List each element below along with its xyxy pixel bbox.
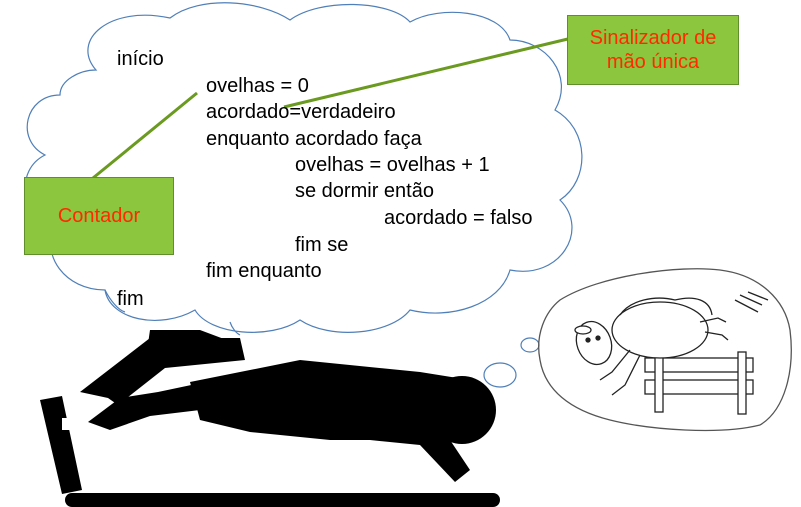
pseudocode-line-fim-se: fim se xyxy=(295,234,349,256)
pseudocode-line-se-dormir: se dormir então xyxy=(295,180,434,202)
sleeping-person-silhouette xyxy=(40,330,500,507)
pseudocode-line-fim: fim xyxy=(117,288,144,310)
flag-callout-line1: Sinalizador de xyxy=(589,27,717,49)
pseudocode-line-acordado-falso: acordado = falso xyxy=(384,207,533,229)
flag-connector-line xyxy=(283,36,573,109)
pseudocode-line-fim-enquanto: fim enquanto xyxy=(206,260,322,282)
counter-callout-box: Contador xyxy=(24,177,174,255)
pseudocode-line-ovelhas-init: ovelhas = 0 xyxy=(206,75,309,97)
counter-connector-line xyxy=(92,91,198,180)
sheep-jumping-fence-illustration xyxy=(538,268,792,432)
pseudocode-line-ovelhas-increment: ovelhas = ovelhas + 1 xyxy=(295,154,490,176)
flag-callout-line2: mão única xyxy=(606,51,700,73)
pseudocode-line-inicio: início xyxy=(117,48,164,70)
flag-callout-box: Sinalizador de mão única xyxy=(567,15,739,85)
pseudocode-line-enquanto: enquanto acordado faça xyxy=(206,128,422,150)
counter-callout-label: Contador xyxy=(57,205,141,227)
pseudocode-line-acordado-init: acordado=verdadeiro xyxy=(206,101,396,123)
